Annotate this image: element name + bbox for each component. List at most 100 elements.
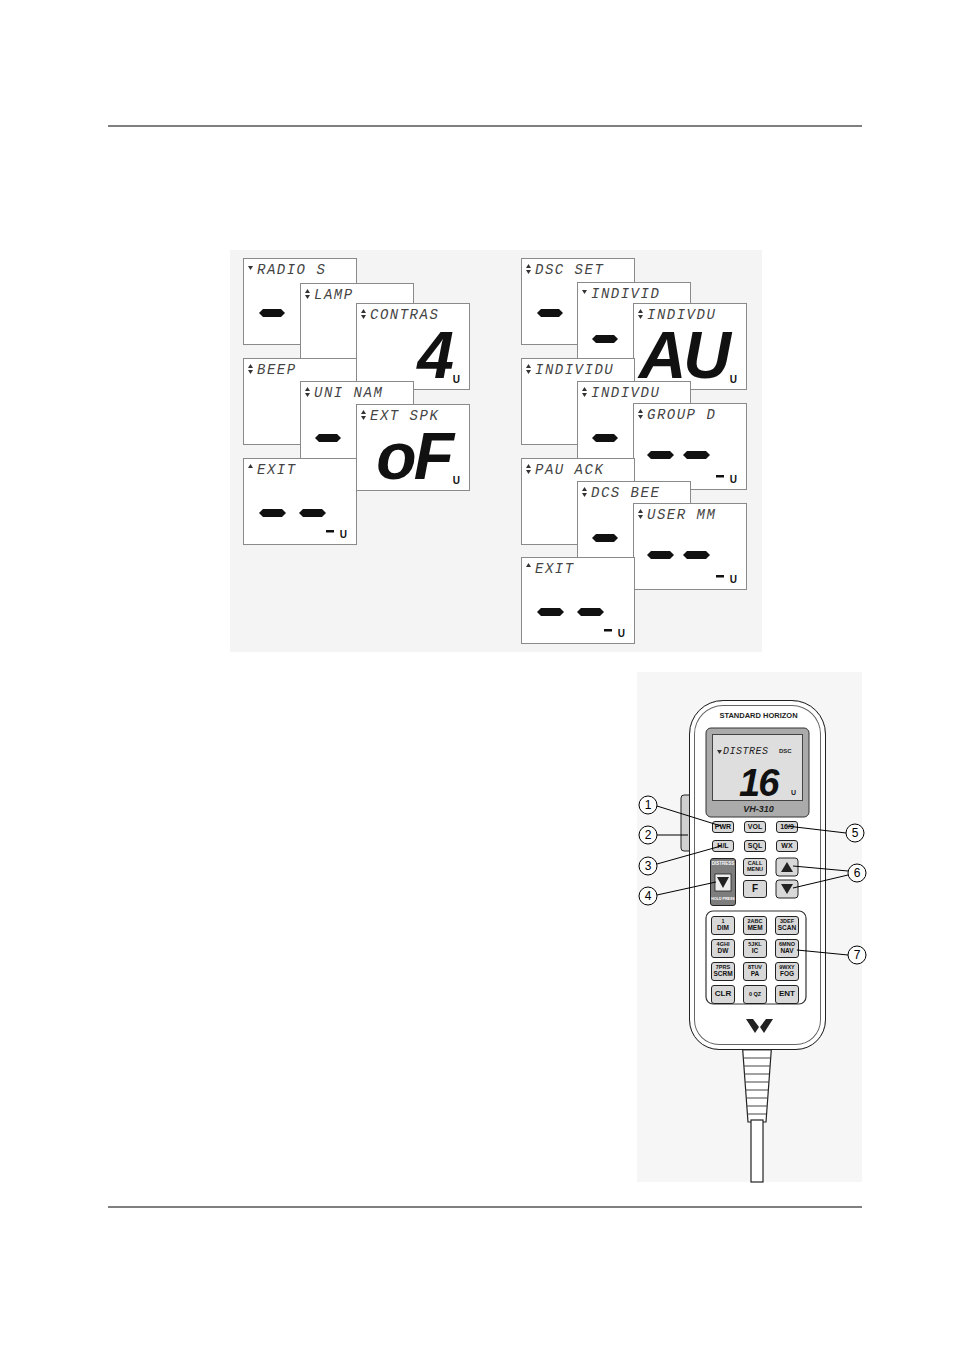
keypad-frame <box>706 911 806 1004</box>
handset-button: H/L <box>712 840 734 852</box>
handset-marking: STANDARD HORIZON <box>690 712 827 720</box>
keypad-key: 9WXYFOG <box>775 962 799 981</box>
lcd-dash-segment <box>299 509 326 517</box>
callout-circles <box>639 796 866 964</box>
lcd-dash-segment <box>315 434 341 442</box>
lcd-dash-segment <box>683 451 710 459</box>
scroll-down-arrow <box>582 393 587 397</box>
keypad-key: 8TUVPA <box>743 962 767 981</box>
lcd-dash-segment <box>537 608 564 616</box>
lcd-dash-segment <box>592 335 618 343</box>
keypad-key: 4GHIDW <box>711 939 735 958</box>
up-button <box>776 858 798 876</box>
scroll-down-arrow <box>526 370 531 374</box>
distress-triangle <box>717 877 729 888</box>
scroll-up-arrow <box>638 509 643 513</box>
lcd-dash-segment <box>259 509 286 517</box>
display-text: U <box>791 789 796 796</box>
screen-title: DCS BEE <box>591 486 660 500</box>
display-text: 16 <box>739 764 777 802</box>
display-bezel <box>706 728 809 817</box>
button-label: HOLD PRESS <box>711 898 734 902</box>
down-triangle <box>781 884 793 894</box>
lcd-screen: USER MMU <box>633 503 747 590</box>
scroll-up-arrow <box>305 289 310 293</box>
screen-title: EXIT <box>535 562 575 576</box>
lcd-screen: INDIVDUAUU <box>633 303 747 390</box>
display-text: DSC <box>779 748 792 754</box>
leader-line <box>787 826 846 833</box>
button-label: CLR <box>715 990 731 998</box>
scroll-up-arrow <box>638 409 643 413</box>
figure-background <box>230 250 762 652</box>
lcd-dash-segment <box>592 534 618 542</box>
screen-title: LAMP <box>314 288 354 302</box>
screen-title: EXT SPK <box>370 409 439 423</box>
brand-logo <box>746 1019 773 1033</box>
lcd-screen: EXITU <box>243 458 357 545</box>
keypad-key: ENT <box>775 985 799 1004</box>
scroll-up-arrow <box>361 410 366 414</box>
keypad-key: 6MNONAV <box>775 939 799 958</box>
power-indicator: U <box>730 375 737 385</box>
lcd-screen: GROUP D U <box>633 403 747 490</box>
lcd-small-segment <box>326 530 334 533</box>
keypad-key: 5JKLIC <box>743 939 767 958</box>
screen-title: PAU ACK <box>535 463 604 477</box>
handset-button: PWR <box>712 821 734 833</box>
scroll-down-arrow <box>526 470 531 474</box>
callout-number: 7 <box>845 948 869 962</box>
scroll-up-arrow <box>582 387 587 391</box>
handset-body: STANDARD HORIZONVH-310DISTRESDSC16UPWRVO… <box>689 700 826 1050</box>
button-label: DISTRESS <box>712 862 735 867</box>
strain-relief-ribs <box>743 1050 771 1114</box>
keypad-key: 2ABCMEM <box>743 916 767 935</box>
screen-value: oF <box>376 423 451 489</box>
figure-background <box>637 672 862 1182</box>
power-indicator: U <box>453 375 460 385</box>
scroll-up-arrow <box>361 309 366 313</box>
screen-title: EXIT <box>257 463 297 477</box>
strain-relief <box>742 1040 772 1122</box>
screen-value: 4 <box>417 322 451 388</box>
scroll-down-arrow <box>638 315 643 319</box>
button-label: PA <box>751 971 760 978</box>
handset-button: SQL <box>744 840 766 852</box>
up-triangle <box>781 862 793 872</box>
scroll-up-arrow <box>526 563 531 567</box>
handset-marking: VH-310 <box>690 805 827 814</box>
lcd-small-segment <box>604 629 612 632</box>
callout-number: 3 <box>636 859 660 873</box>
callout-number: 2 <box>636 828 660 842</box>
power-indicator: U <box>730 475 737 485</box>
down-button <box>776 880 798 898</box>
scroll-down-arrow <box>582 493 587 497</box>
power-indicator: U <box>618 629 625 639</box>
screen-title: CONTRAS <box>370 308 439 322</box>
callout-number: 1 <box>636 798 660 812</box>
screen-title: INDIVID <box>591 287 660 301</box>
lcd-dash-segment <box>592 434 618 442</box>
handset-button: WX <box>776 840 798 852</box>
scroll-up-arrow <box>582 487 587 491</box>
header-rule <box>108 126 862 127</box>
screen-title: GROUP D <box>647 408 716 422</box>
callout-number: 4 <box>636 889 660 903</box>
screen-title: INDIVDU <box>591 386 660 400</box>
button-label: NAV <box>780 948 793 955</box>
callout-number: 6 <box>845 866 869 880</box>
leader-line <box>793 866 848 871</box>
scroll-up-arrow <box>248 364 253 368</box>
scroll-down-arrow <box>248 370 253 374</box>
lcd-display: DISTRESDSC16U <box>712 734 803 801</box>
screen-value: AU <box>639 322 728 388</box>
scroll-down-arrow <box>526 270 531 274</box>
distress-cover <box>715 874 731 891</box>
screen-title: BEEP <box>257 363 297 377</box>
lcd-screen: CONTRAS4U <box>356 303 470 390</box>
lcd-screen: EXT SPKoFU <box>356 404 470 491</box>
